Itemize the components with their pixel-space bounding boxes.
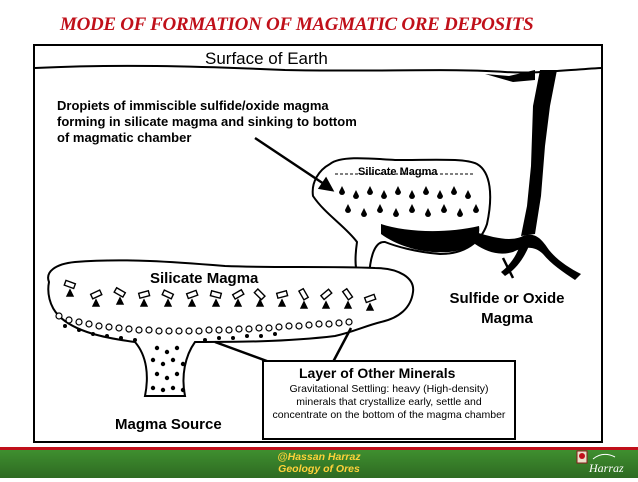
- surface-dike: [521, 70, 557, 236]
- dike-branch-upper: [485, 70, 535, 82]
- minerals-callout-description: Gravitational Settling: heavy (High-dens…: [272, 383, 506, 421]
- diagram-panel: Surface of Earth Dropiets of immiscible …: [33, 44, 603, 443]
- sinking-crystals: [63, 279, 377, 311]
- minerals-callout-box: Layer of Other Minerals Gravitational Se…: [262, 360, 516, 440]
- footer-band: [0, 450, 638, 478]
- minerals-callout-title: Layer of Other Minerals: [299, 365, 456, 381]
- surface-of-earth-label: Surface of Earth: [205, 49, 328, 68]
- credit-course: Geology of Ores: [278, 463, 360, 475]
- footer-credit: @Hassan Harraz Geology of Ores: [0, 451, 638, 475]
- magma-source-label: Magma Source: [115, 416, 222, 433]
- upper-chamber-sulfide-layer: [381, 224, 480, 253]
- lower-silicate-magma-label: Silicate Magma: [150, 270, 259, 287]
- slide-title: MODE OF FORMATION OF MAGMATIC ORE DEPOSI…: [60, 14, 534, 35]
- magma-source-dots: [63, 324, 277, 393]
- sulfide-droplets: [339, 186, 479, 217]
- footer-divider: [0, 447, 638, 450]
- diagram-drawing: [35, 64, 601, 397]
- droplets-label: Dropiets of immiscible sulfide/oxide mag…: [57, 98, 357, 145]
- harraz-logo: Harraz: [573, 447, 635, 477]
- harraz-logo-graphic: Harraz: [576, 450, 624, 475]
- crystal-layer: [55, 312, 353, 335]
- upper-silicate-magma-label: Silicate Magma: [358, 166, 438, 178]
- svg-text:Harraz: Harraz: [588, 461, 624, 475]
- credit-author: @Hassan Harraz: [277, 451, 361, 463]
- sulfide-oxide-magma-label: Sulfide or Oxide Magma: [449, 290, 565, 327]
- sulfide-dike-branch: [475, 232, 581, 280]
